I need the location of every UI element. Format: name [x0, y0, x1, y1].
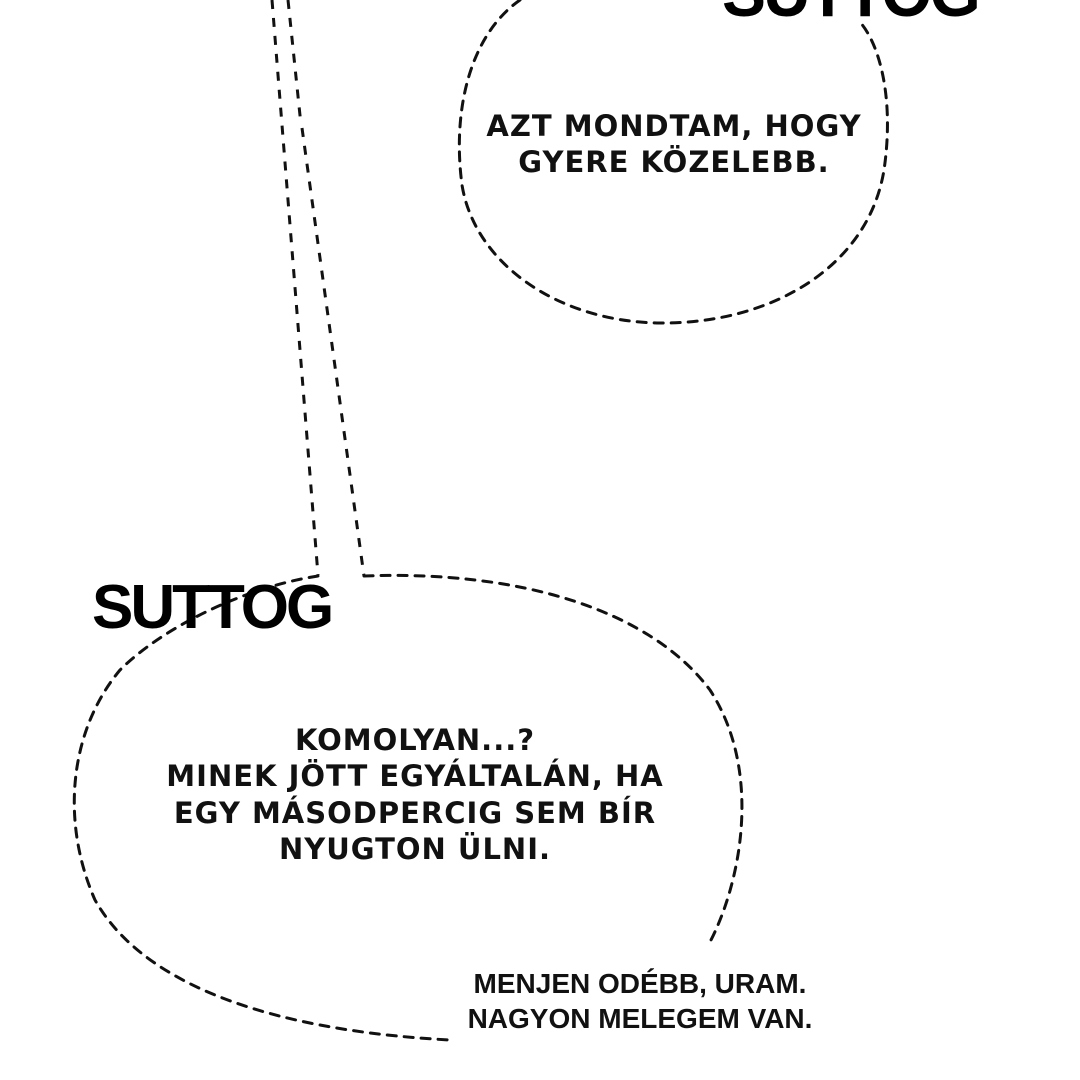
bottom-sfx-text: SUTTOG — [92, 573, 334, 642]
bottom-bubble-line: EGY MÁSODPERCIG SEM BÍR — [173, 795, 657, 830]
top-speech-bubble — [457, 0, 889, 325]
top-bubble-line: AZT MONDTAM, HOGY — [486, 109, 862, 143]
top-bubble-line: GYERE KÖZELEBB. — [518, 145, 830, 180]
side-narration-line: NAGYON MELEGEM VAN. — [467, 1003, 813, 1034]
bottom-bubble-line: NYUGTON ÜLNI. — [278, 831, 552, 866]
top-bubble-text: AZT MONDTAM, HOGY GYERE KÖZELEBB. — [478, 108, 870, 181]
bottom-speech-bubble — [72, 573, 744, 1042]
top-sfx-text: SUTTOG — [722, 0, 981, 32]
bubble-tail — [270, 0, 366, 577]
side-narration-text: MENJEN ODÉBB, URAM. NAGYON MELEGEM VAN. — [448, 966, 832, 1036]
side-narration-line: MENJEN ODÉBB, URAM. — [473, 968, 807, 999]
bottom-bubble-line: MINEK JÖTT EGYÁLTALÁN, HA — [166, 759, 664, 794]
bottom-bubble-line: KOMOLYAN...? — [294, 723, 536, 757]
bottom-bubble-text: KOMOLYAN...? MINEK JÖTT EGYÁLTALÁN, HA E… — [130, 722, 700, 867]
